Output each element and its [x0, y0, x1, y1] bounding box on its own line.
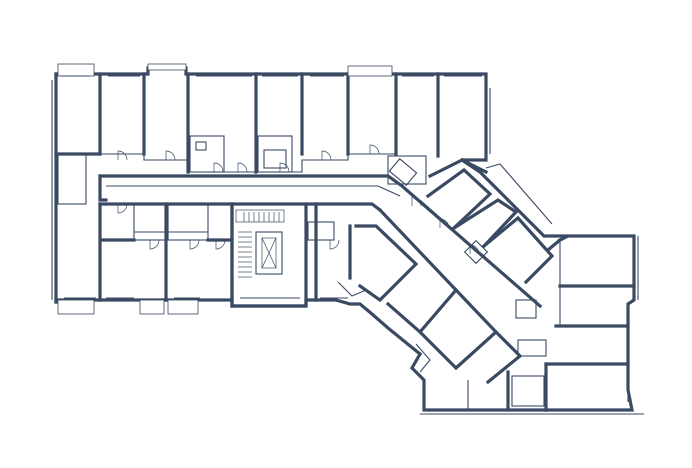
door — [369, 144, 380, 155]
sink — [195, 141, 207, 151]
door — [149, 239, 160, 250]
balcony — [337, 281, 367, 297]
bathroom — [167, 203, 209, 241]
door — [165, 150, 176, 161]
corridor-lower-line — [419, 199, 541, 307]
partition — [451, 198, 519, 249]
corridor-wall — [100, 153, 256, 173]
partition — [354, 224, 419, 303]
balcony — [57, 299, 95, 315]
bathroom — [517, 339, 547, 357]
stairwell — [235, 209, 285, 278]
diagonal-north-edge — [459, 157, 569, 253]
window-ticks — [60, 75, 482, 299]
balcony — [57, 63, 95, 77]
storage-room — [57, 153, 87, 205]
elevator-cross — [261, 237, 277, 269]
partition — [485, 329, 523, 385]
door — [189, 239, 200, 250]
partition — [377, 207, 459, 335]
corridor-wall — [256, 153, 396, 173]
bathroom — [307, 221, 335, 241]
corridor-lower-line — [106, 185, 401, 197]
balcony — [139, 299, 165, 315]
balcony — [147, 63, 187, 71]
bathroom — [388, 158, 418, 186]
partition — [304, 202, 383, 213]
shower — [263, 149, 287, 169]
doors — [117, 144, 480, 255]
elevator-core — [230, 202, 308, 308]
door — [469, 244, 480, 255]
corridor-end — [98, 174, 108, 202]
elevator-shaft — [255, 231, 283, 275]
bathroom — [515, 299, 537, 319]
bathroom — [257, 135, 293, 173]
partition — [417, 287, 499, 371]
door — [329, 239, 340, 250]
diagonal-south-edge — [334, 298, 423, 357]
door — [439, 218, 450, 229]
south-facade-east — [410, 351, 548, 412]
west-wing — [54, 72, 543, 309]
east-wing-outline — [544, 234, 636, 412]
door — [279, 162, 290, 173]
bathroom — [511, 375, 545, 407]
balconies — [51, 63, 644, 415]
door — [213, 162, 224, 173]
door — [117, 203, 128, 214]
elevator-cab — [261, 237, 277, 269]
door — [237, 162, 248, 173]
bathroom — [133, 203, 169, 241]
door — [321, 150, 332, 161]
door — [215, 239, 226, 250]
east-wing — [467, 240, 636, 412]
diagonal-wing — [377, 157, 555, 385]
central-apartment — [304, 202, 419, 303]
balcony — [415, 343, 431, 373]
partition — [427, 157, 465, 179]
door — [117, 150, 128, 161]
core-walls — [230, 202, 308, 308]
partition — [481, 215, 555, 285]
door — [411, 196, 422, 207]
partition — [425, 167, 493, 231]
north-facade — [54, 66, 489, 175]
diagonal-window — [485, 163, 553, 225]
bathroom — [189, 135, 225, 173]
stair-landing — [235, 209, 285, 223]
balcony — [167, 299, 199, 315]
balcony — [347, 65, 393, 77]
